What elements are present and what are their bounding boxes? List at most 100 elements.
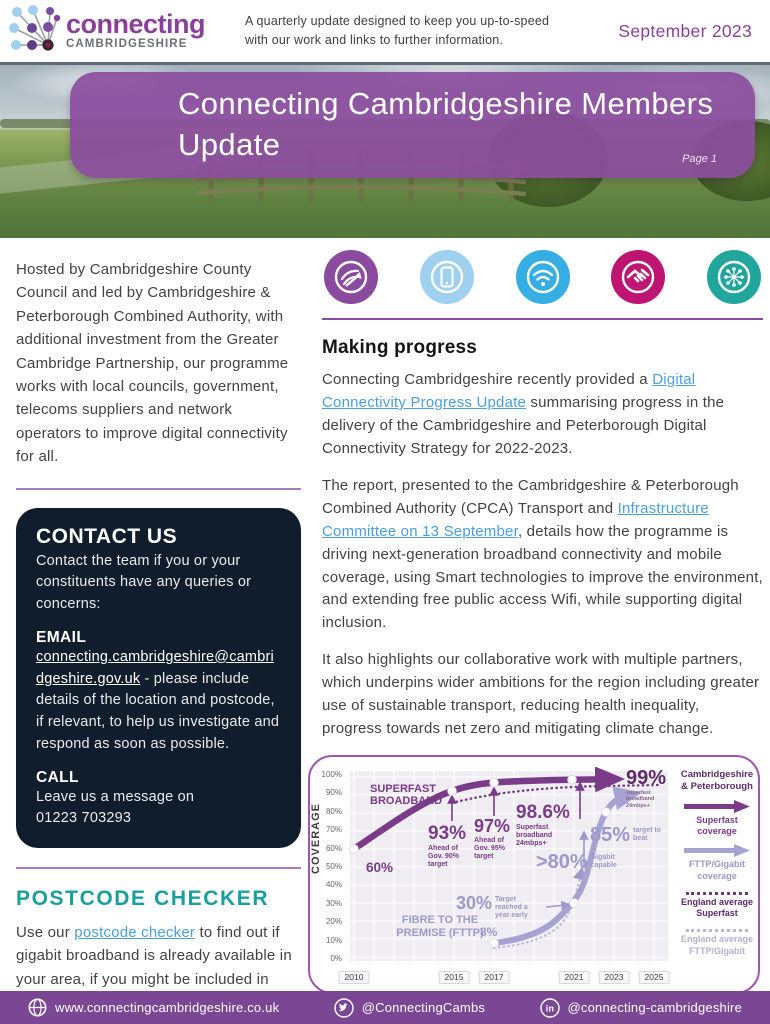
- y-tick: 80%: [325, 806, 342, 816]
- twitter-icon: [334, 997, 354, 1018]
- smart-network-icon: [707, 250, 761, 304]
- email-text: - please include details of the location…: [36, 670, 280, 752]
- note-93pct: Ahead of Gov. 90% target: [428, 845, 459, 869]
- page-title: Connecting Cambridgeshire Members Update: [178, 86, 714, 162]
- progress-chart-panel: COVERAGE 100%90%80%70%60%50%40%30%20%10%…: [308, 755, 760, 995]
- note-30pct: Target reached a year early: [495, 896, 528, 920]
- y-tick: 0%: [330, 953, 342, 963]
- contact-intro: Contact the team if you or your constitu…: [36, 552, 252, 613]
- y-tick: 40%: [325, 880, 342, 890]
- note-85pct: target to beat: [633, 827, 662, 843]
- chart-plot-area: SUPERFAST BROADBAND 60% 93% Ahead of Gov…: [344, 767, 674, 967]
- email-label: EMAIL: [36, 628, 87, 646]
- x-tick: 2023: [598, 971, 630, 985]
- superfast-arrow-sample: [684, 799, 750, 813]
- contact-heading: CONTACT US: [36, 524, 178, 548]
- fttp-arrow-sample: [684, 844, 750, 858]
- connecting-cambridgeshire-logo: connecting CAMBRIDGESHIRE: [8, 4, 223, 59]
- x-tick: 2010: [338, 971, 370, 985]
- divider: [16, 487, 301, 490]
- paragraph-text: The report, presented to the Cambridgesh…: [322, 476, 739, 517]
- value-gt80pct: >80%: [536, 851, 588, 874]
- mobile-phone-icon: [419, 250, 474, 304]
- logo-wordmark: connecting CAMBRIDGESHIRE: [66, 9, 206, 51]
- value-97pct: 97%: [474, 816, 511, 837]
- paragraph-3: It also highlights our collaborative wor…: [322, 651, 760, 738]
- note-99pct: superfast broadband 24mbps+: [626, 790, 655, 809]
- contact-us-box: CONTACT US Contact the team if you or yo…: [16, 507, 301, 849]
- x-tick: 2015: [438, 971, 470, 985]
- chart-y-axis: COVERAGE 100%90%80%70%60%50%40%30%20%10%…: [310, 767, 344, 967]
- globe-icon: [28, 998, 47, 1017]
- issue-date: September 2023: [618, 20, 752, 41]
- partnership-handshake-icon: [611, 250, 666, 304]
- page-footer: www.connectingcambridgeshire.co.uk @Conn…: [0, 991, 770, 1024]
- legend-superfast: Superfast coverage: [696, 814, 738, 837]
- footer-website-text: www.connectingcambridgeshire.co.uk: [55, 1000, 280, 1015]
- chart-series-svg: [349, 767, 668, 962]
- england-superfast-dotted-sample: [686, 891, 748, 895]
- note-gt80pct: Gigabit capable: [590, 854, 617, 870]
- footer-website-link[interactable]: www.connectingcambridgeshire.co.uk: [28, 998, 279, 1017]
- y-axis-label: COVERAGE: [310, 803, 322, 875]
- paragraph-2: The report, presented to the Cambridgesh…: [322, 475, 763, 636]
- x-tick: 2021: [558, 971, 590, 985]
- divider: [16, 867, 301, 870]
- footer-twitter-text: @ConnectingCambs: [361, 1000, 486, 1015]
- note-97pct: Ahead of Gov. 95% target: [474, 837, 505, 861]
- y-tick: 30%: [325, 898, 342, 908]
- left-column: Hosted by Cambridgeshire County Council …: [16, 238, 301, 1024]
- paragraph-1: Connecting Cambridgeshire recently provi…: [322, 369, 763, 461]
- england-fttp-dotted-sample: [686, 929, 748, 933]
- y-tick: 60%: [325, 843, 342, 853]
- logo-word-cambridgeshire: CAMBRIDGESHIRE: [66, 38, 188, 51]
- note-98-6pct: Superfast broadband 24mbps+: [516, 824, 553, 848]
- legend-fttp: FTTP/Gigabit coverage: [689, 859, 745, 881]
- fttp-label: FIBRE TO THE PREMISE (FTTP): [396, 914, 484, 939]
- legend-header: Cambridgeshire & Peterborough: [680, 769, 754, 792]
- y-tick: 10%: [325, 935, 342, 945]
- page-number: Page 1: [682, 153, 717, 165]
- public-wifi-icon: [515, 250, 570, 304]
- call-text: Leave us a message on: [36, 788, 195, 805]
- contact-call-paragraph: Leave us a message on 01223 703293: [36, 787, 281, 831]
- value-93pct: 93%: [428, 823, 467, 845]
- linkedin-icon: in: [539, 997, 560, 1018]
- paragraph-text: Connecting Cambridgeshire recently provi…: [322, 371, 653, 388]
- footer-twitter-link[interactable]: @ConnectingCambs: [334, 997, 486, 1018]
- broadband-speed-icon: [324, 250, 378, 304]
- page-header: connecting CAMBRIDGESHIRE A quarterly up…: [0, 0, 770, 62]
- title-banner: Connecting Cambridgeshire Members Update…: [70, 72, 755, 178]
- contact-email-paragraph: connecting.cambridgeshire@cambridgeshire…: [36, 647, 281, 756]
- footer-linkedin-link[interactable]: in @connecting-cambridgeshire: [539, 997, 742, 1018]
- section-heading-making-progress: Making progress: [322, 337, 478, 358]
- value-60pct: 60%: [366, 860, 394, 876]
- y-tick: 70%: [325, 825, 342, 835]
- value-30pct: 30%: [456, 893, 493, 914]
- right-column: Making progress Connecting Cambridgeshir…: [308, 238, 763, 1024]
- footer-linkedin-text: @connecting-cambridgeshire: [567, 1000, 742, 1015]
- logo-network-icon: [8, 4, 61, 59]
- legend-england-fttp: England average FTTP/Gigabit: [680, 934, 754, 956]
- x-tick: 2017: [478, 971, 510, 985]
- y-axis-ticks: 100%90%80%70%60%50%40%30%20%10%0%: [322, 771, 342, 963]
- y-tick: 20%: [325, 917, 342, 927]
- committee-link[interactable]: Infrastructure Committee on 13 September: [322, 499, 709, 540]
- divider: [322, 318, 763, 320]
- email-link[interactable]: connecting.cambridgeshire@cambridgeshire…: [36, 648, 274, 687]
- phone-number: 01223 703293: [36, 810, 132, 827]
- chart-legend: Cambridgeshire & Peterborough Superfast …: [674, 767, 756, 967]
- call-label: CALL: [36, 768, 79, 786]
- postcode-checker-link[interactable]: postcode checker: [74, 924, 196, 942]
- y-tick: 90%: [325, 788, 342, 798]
- topic-icon-row: [322, 250, 763, 304]
- postcode-text: Use our: [16, 924, 75, 942]
- logo-word-connecting: connecting: [66, 9, 206, 40]
- hero-photo-fen-landscape: Connecting Cambridgeshire Members Update…: [0, 62, 770, 238]
- postcode-checker-heading: POSTCODE CHECKER: [16, 887, 270, 911]
- value-85pct: 85%: [590, 824, 631, 847]
- superfast-broadband-label: SUPERFAST BROADBAND: [370, 783, 443, 808]
- progress-update-link[interactable]: Digital Connectivity Progress Update: [322, 371, 696, 411]
